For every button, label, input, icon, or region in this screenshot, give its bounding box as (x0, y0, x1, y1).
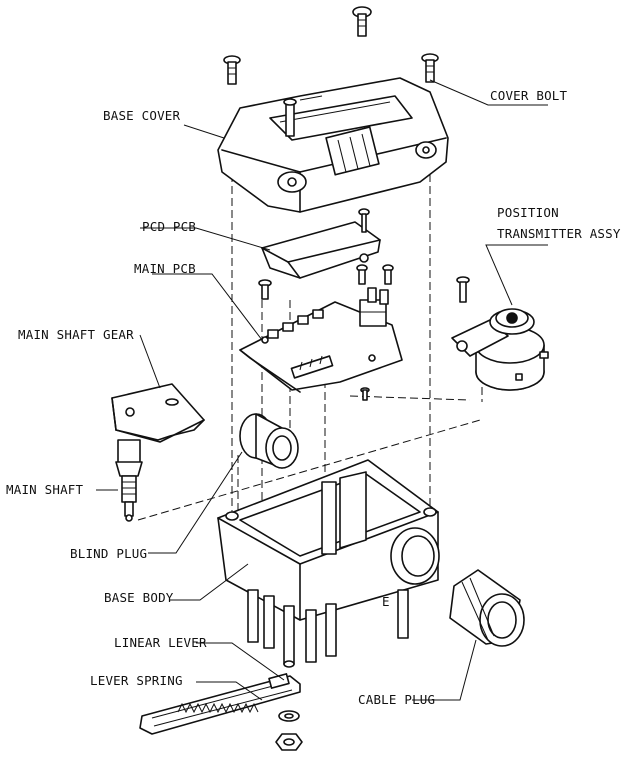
washer-and-nut (275, 710, 303, 751)
cover-bolt-left (223, 55, 241, 85)
main-shaft-gear (111, 383, 205, 443)
main-shaft (115, 439, 143, 522)
label-main-shaft: MAIN SHAFT (6, 482, 84, 497)
cable-plug (449, 569, 525, 647)
cover-bolt-right (421, 53, 439, 83)
label-pcd-pcb: PCD PCB (142, 219, 196, 234)
linear-lever (139, 673, 301, 735)
lever-spring (177, 702, 259, 714)
label-linear-lever: LINEAR LEVER (114, 635, 207, 650)
position-transmitter-assy (451, 276, 549, 391)
label-base-body: BASE BODY (104, 590, 174, 605)
label-main-shaft-gear: MAIN SHAFT GEAR (18, 327, 134, 342)
base-body: E (217, 459, 440, 668)
base-body-letter-mark: E (382, 594, 390, 609)
leader-lines (96, 79, 548, 701)
label-position-transmitter-1: POSITION (497, 205, 559, 220)
label-blind-plug: BLIND PLUG (70, 546, 147, 561)
blind-plug (239, 413, 299, 469)
callout-labels: COVER BOLT BASE COVER PCD PCB POSITION T… (6, 88, 621, 707)
label-cover-bolt: COVER BOLT (490, 88, 568, 103)
main-pcb (239, 264, 403, 401)
label-base-cover: BASE COVER (103, 108, 181, 123)
pcd-pcb (261, 208, 381, 279)
label-position-transmitter-2: TRANSMITTER ASSY (497, 226, 621, 241)
label-main-pcb: MAIN PCB (134, 261, 196, 276)
base-cover (217, 77, 449, 213)
label-cable-plug: CABLE PLUG (358, 692, 435, 707)
top-screw (352, 6, 372, 37)
label-lever-spring: LEVER SPRING (90, 673, 183, 688)
